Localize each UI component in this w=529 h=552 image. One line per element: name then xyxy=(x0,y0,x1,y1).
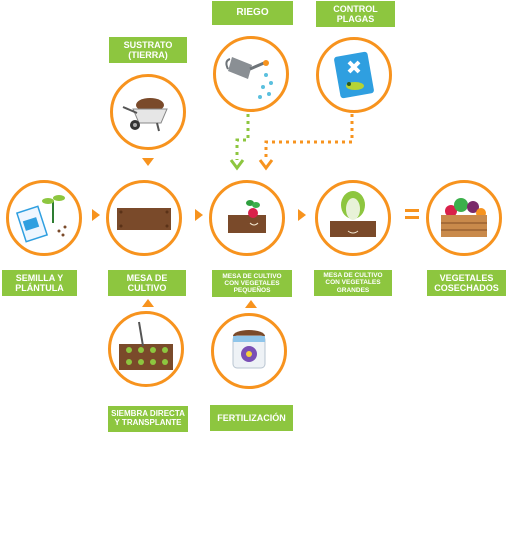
mesa-grandes-node xyxy=(315,180,391,256)
label-cosechados: VEGETALES COSECHADOS xyxy=(427,270,506,296)
arrow-fertilizacion-up xyxy=(245,300,257,308)
label-semilla: SEMILLA Y PLÁNTULA xyxy=(2,270,77,296)
large-plant-bed-icon xyxy=(330,191,376,237)
fertilizacion-node xyxy=(211,313,287,389)
sustrato-node xyxy=(110,74,186,150)
seed-packet-icon xyxy=(15,195,67,243)
siembra-node xyxy=(108,311,184,387)
soil-bed-icon xyxy=(117,208,171,230)
arrow-3 xyxy=(298,209,306,221)
label-mesa-pequenos: MESA DE CULTIVO CON VEGETALES PEQUEÑOS xyxy=(212,270,292,297)
vegetable-crate-icon xyxy=(441,198,487,237)
watering-can-icon xyxy=(225,57,273,99)
arrow-siembra-up xyxy=(142,299,154,307)
mesa-cultivo-node xyxy=(106,180,182,256)
label-mesa-cultivo: MESA DE CULTIVO xyxy=(108,270,186,296)
label-mesa-grandes: MESA DE CULTIVO CON VEGETALES GRANDES xyxy=(314,270,392,296)
label-siembra: SIEMBRA DIRECTA Y TRANSPLANTE xyxy=(108,406,188,432)
arrow-2 xyxy=(195,209,203,221)
label-sustrato: SUSTRATO (TIERRA) xyxy=(109,37,187,63)
planting-bed-icon xyxy=(119,321,173,370)
label-riego: RIEGO xyxy=(212,1,293,25)
wheelbarrow-soil-icon xyxy=(122,98,168,132)
label-control-plagas: CONTROL PLAGAS xyxy=(316,1,395,27)
control-plagas-node xyxy=(316,37,392,113)
semilla-node xyxy=(6,180,82,256)
pest-control-icon xyxy=(334,51,374,99)
mesa-pequenos-node xyxy=(209,180,285,256)
small-plant-bed-icon xyxy=(228,200,266,233)
label-fertilizacion: FERTILIZACIÓN xyxy=(210,405,293,431)
fertilizer-bag-icon xyxy=(232,330,266,369)
riego-node xyxy=(213,36,289,112)
cosechados-node xyxy=(426,180,502,256)
arrow-1 xyxy=(92,209,100,221)
arrow-sustrato-down xyxy=(142,158,154,166)
equals-sign xyxy=(405,209,419,221)
